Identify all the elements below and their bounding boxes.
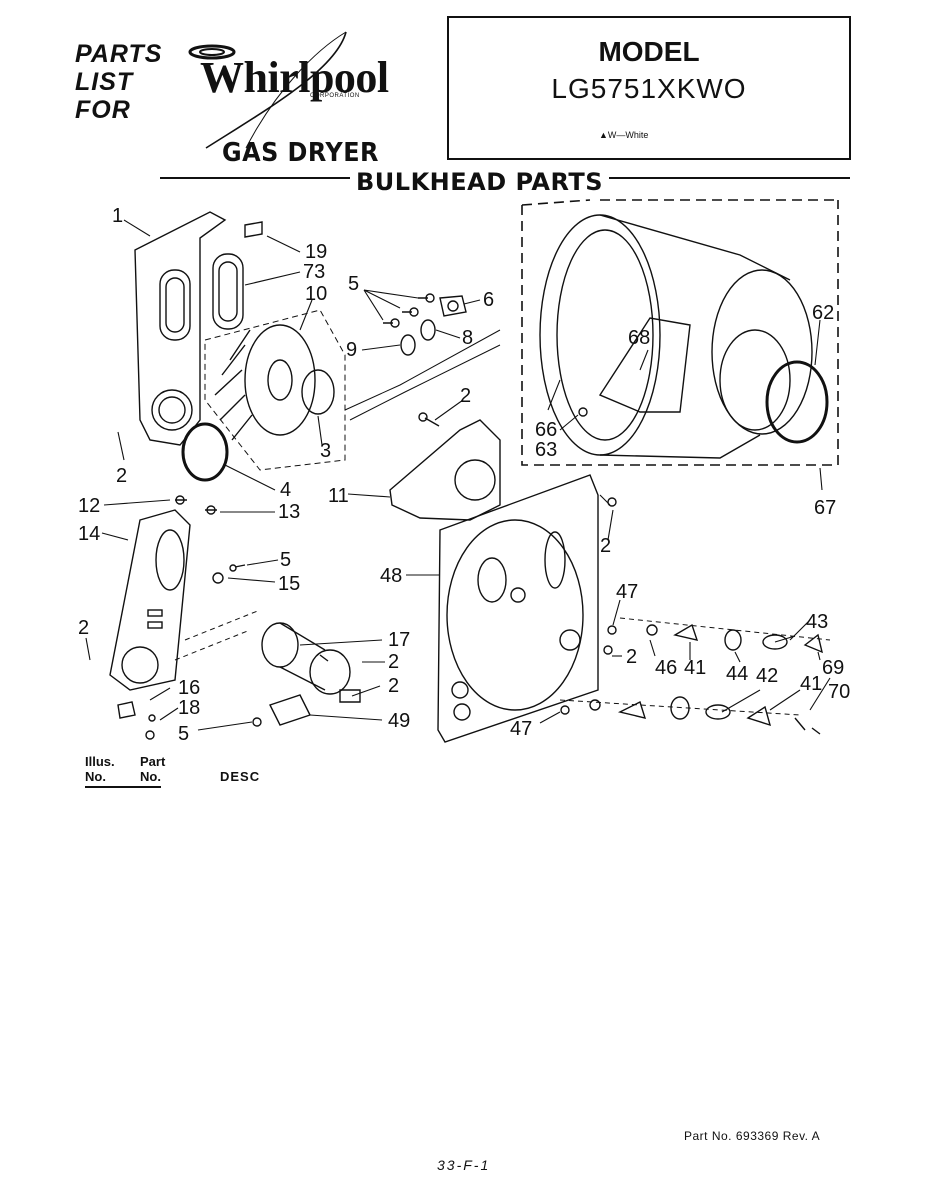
callout: 10 [305,283,327,305]
callout: 41 [684,657,706,679]
callout: 13 [278,501,300,523]
callout: 2 [388,675,399,697]
callout: 48 [380,565,402,587]
callout: 19 [305,241,327,263]
callout: 62 [812,302,834,324]
model-number: LG5751XKWO [551,73,747,104]
callout: 44 [726,663,748,685]
callout: 5 [280,549,291,571]
callout: 11 [328,485,349,507]
callout: 18 [178,697,200,719]
seal-drawing [212,253,244,330]
drum-drawing [539,214,813,459]
callout: 8 [462,327,473,349]
brand-corporation: CORPORATION [310,93,360,99]
callout: 16 [178,677,200,699]
table-header-rule [85,786,161,788]
exploded-parts-diagram: 1 19 73 10 5 6 8 9 2 3 4 2 12 13 11 14 5… [78,199,850,745]
heading-line-list: LIST [75,68,134,96]
callout: 14 [78,523,100,545]
callout: 47 [510,718,532,740]
callout: 2 [600,535,611,557]
rear-bulkhead-drawing [437,474,599,743]
heading-line-parts: PARTS [75,40,163,68]
parts-list-heading: PARTS LIST FOR [75,40,162,124]
blower-housing-drawing [389,419,501,521]
callout: 63 [535,439,557,461]
whirlpool-logo-swoosh [188,31,347,149]
roller-hardware-drawing [559,497,831,735]
callout: 41 [800,673,822,695]
drum-seal-drawing [765,360,829,444]
page-code: 33-F-1 [437,1157,491,1173]
leader-lines [85,219,831,731]
callout: 2 [460,385,471,407]
callout: 3 [320,440,331,462]
illus-no-header: Illus. No. [85,754,115,784]
callout: 49 [388,710,410,732]
motor-drawing [261,622,351,695]
callout: 1 [112,205,123,227]
toe-panel-drawing [109,509,191,691]
callout: 2 [626,646,637,668]
document-part-number: Part No. 693369 Rev. A [684,1129,821,1143]
section-title: BULKHEAD PARTS [350,168,610,196]
description-header: DESC [220,769,261,784]
callout: 46 [655,657,677,679]
callout: 9 [346,339,357,361]
callout: 67 [814,497,836,519]
callout: 5 [348,273,359,295]
callout: 69 [822,657,844,679]
callout: 47 [616,581,638,603]
front-panel-drawing [134,211,227,446]
callout: 68 [628,327,650,349]
callout: 4 [280,479,291,501]
heading-line-for: FOR [75,96,131,124]
callout: 5 [178,723,189,745]
callout: 2 [78,617,89,639]
callout: 66 [535,419,557,441]
blower-wheel-drawing [204,309,346,471]
color-note: ▲W—White [599,130,649,140]
callout: 12 [78,495,100,517]
part-no-header: Part No. [140,754,166,784]
model-label: MODEL [598,36,700,67]
model-box: MODEL LG5751XKWO ▲W—White [447,16,851,160]
callout: 17 [388,629,410,651]
callout: 43 [806,611,828,633]
callout: 6 [483,289,494,311]
switch-drawing [269,694,311,726]
callout: 70 [828,681,850,703]
callout: 42 [756,665,778,687]
callout: 2 [116,465,127,487]
whirlpool-logo: Whirlpool [200,53,389,102]
callout: 2 [388,651,399,673]
callout: 15 [278,573,300,595]
product-name: GAS DRYER [222,138,379,168]
callout: 73 [303,261,325,283]
